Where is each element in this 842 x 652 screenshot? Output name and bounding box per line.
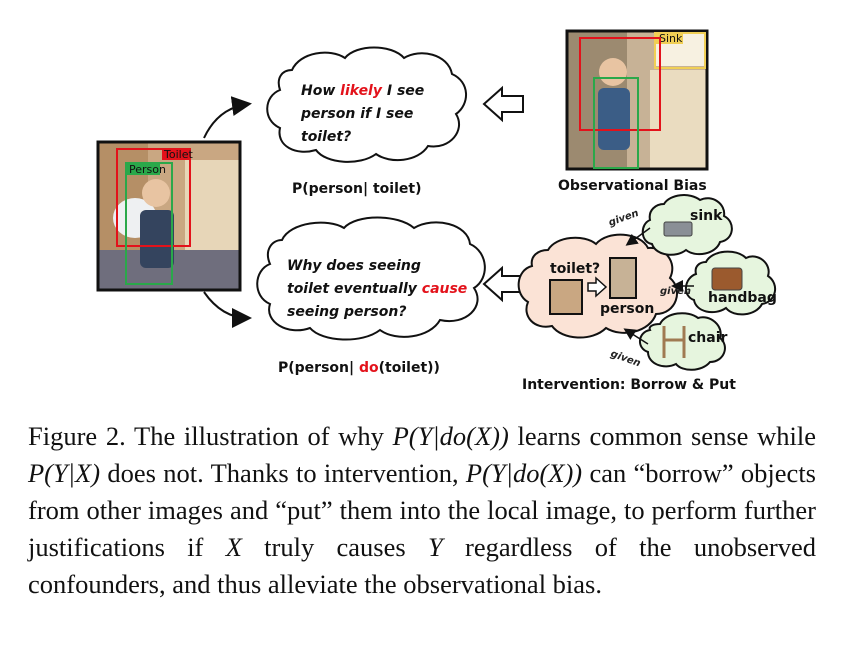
observational-photo: Sink bbox=[565, 29, 709, 171]
child-body bbox=[140, 210, 174, 268]
hollow-arrow-top bbox=[482, 85, 524, 123]
top-formula: P(person| toilet) bbox=[292, 181, 421, 197]
arrow-to-top-cloud bbox=[203, 96, 252, 139]
given-label-handbag: given bbox=[660, 286, 691, 297]
intervention-question-mark: ? bbox=[592, 261, 600, 277]
top-cloud-line2: person if I see bbox=[300, 106, 413, 122]
observational-bias-label: Observational Bias bbox=[558, 178, 707, 194]
sink-icon bbox=[663, 221, 693, 237]
given-label-sink: given bbox=[607, 208, 640, 229]
hollow-arrow-bottom bbox=[482, 265, 524, 303]
chair-label: chair bbox=[688, 330, 728, 346]
chair-icon bbox=[662, 326, 686, 358]
arrow-chair-to-cloud bbox=[623, 328, 649, 345]
given-label-chair: given bbox=[609, 348, 642, 369]
caption-text-5: truly causes bbox=[241, 532, 428, 562]
bottom-thought-cloud: Why does seeing toilet eventually cause … bbox=[256, 216, 486, 341]
caption-text-6: regardless of the unobserved confounders… bbox=[28, 532, 816, 599]
arrow-to-bottom-cloud bbox=[203, 291, 252, 328]
caption-math-2: P(Y|X) bbox=[28, 458, 101, 488]
bottom-cloud-line2: toilet eventually cause bbox=[287, 281, 467, 297]
sink-cloud: sink bbox=[641, 194, 733, 256]
arrow-sink-to-cloud bbox=[625, 227, 651, 246]
sink-box-label: Sink bbox=[659, 32, 683, 45]
top-cloud-line1: How likely I see bbox=[301, 83, 424, 99]
top-cloud-line3: toilet? bbox=[301, 129, 351, 145]
chair-cloud: chair bbox=[639, 312, 728, 371]
caption-math-3: P(Y|do(X)) bbox=[465, 458, 583, 488]
bottom-cloud-line3: seeing person? bbox=[287, 304, 406, 320]
handbag-label: handbag bbox=[708, 290, 777, 306]
bottom-formula: P(person| do(toilet)) bbox=[278, 360, 440, 376]
obs-person-box bbox=[593, 77, 639, 169]
child-head bbox=[142, 179, 170, 207]
caption-text-2: learns common sense while bbox=[508, 421, 816, 451]
toilet-box bbox=[116, 148, 191, 247]
figure-caption: Figure 2. The illustration of why P(Y|do… bbox=[28, 418, 816, 603]
left-photo-frame bbox=[96, 140, 242, 292]
intervention-label: Intervention: Borrow & Put bbox=[522, 377, 736, 393]
caption-math-4: X bbox=[225, 532, 242, 562]
intervention-cloud: toilet ? person bbox=[517, 233, 678, 339]
sink-label: sink bbox=[690, 208, 723, 224]
intervention-person-thumb bbox=[609, 257, 637, 299]
handbag-icon bbox=[711, 267, 743, 291]
obs-toilet-box bbox=[579, 37, 661, 131]
toilet-box-label: Toilet bbox=[163, 148, 193, 161]
top-thought-cloud: How likely I see person if I see toilet? bbox=[266, 46, 467, 163]
intervention-person-label: person bbox=[600, 301, 654, 317]
figure-diagram: Toilet Person How likely I see person if… bbox=[96, 29, 777, 393]
intervention-inner-arrow bbox=[587, 276, 608, 298]
person-box-label: Person bbox=[129, 163, 166, 176]
bottom-cloud-line1: Why does seeing bbox=[287, 258, 421, 274]
intervention-toilet-thumb bbox=[549, 279, 583, 315]
caption-text-1: The illustration of why bbox=[125, 421, 393, 451]
caption-text-3: does not. Thanks to intervention, bbox=[100, 458, 466, 488]
caption-label: Figure 2. bbox=[28, 421, 126, 451]
caption-math-5: Y bbox=[428, 532, 443, 562]
left-photo: Toilet Person bbox=[96, 140, 242, 292]
caption-math-1: P(Y|do(X)) bbox=[392, 421, 509, 451]
caption-text-4: can “borrow” objects from other images a… bbox=[28, 458, 816, 562]
intervention-toilet-label: toilet bbox=[550, 261, 592, 277]
handbag-cloud: handbag bbox=[685, 250, 777, 316]
